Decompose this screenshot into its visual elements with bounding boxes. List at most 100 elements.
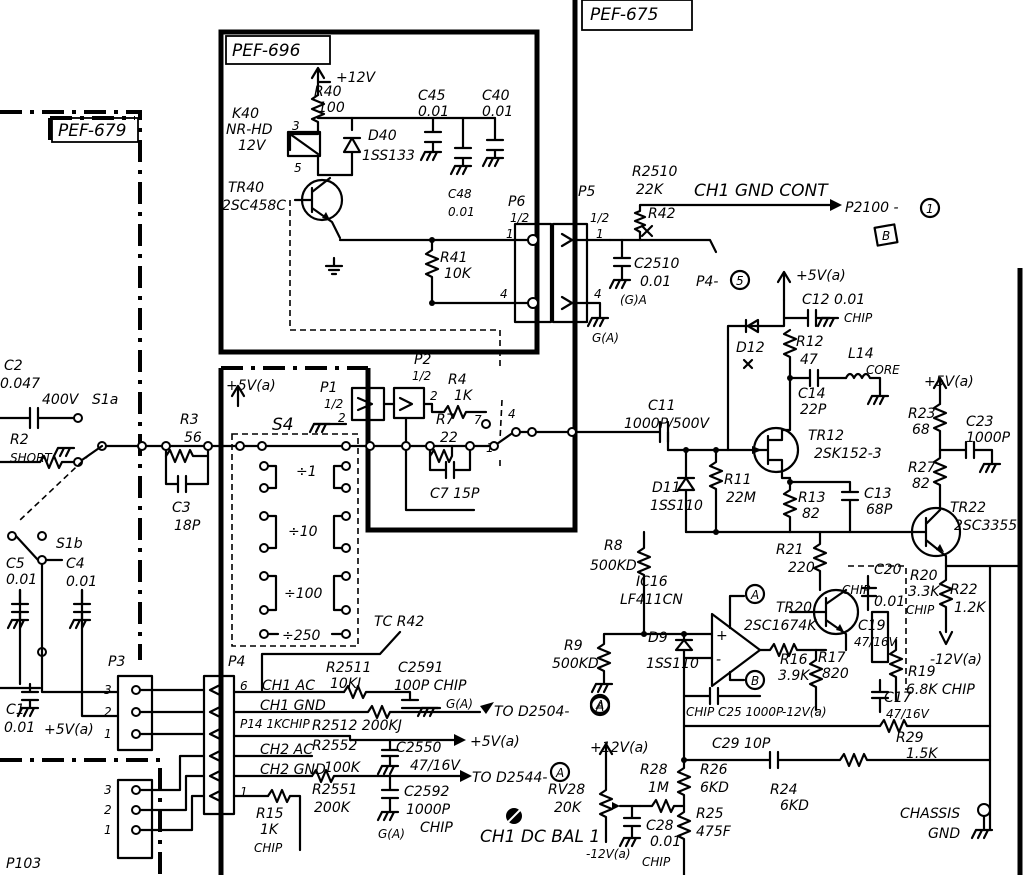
c13-value: 68P xyxy=(866,502,893,518)
l14-label: L14 xyxy=(848,346,874,362)
c2550-label: C2550 xyxy=(396,740,441,756)
c5-value: 0.01 xyxy=(6,572,37,588)
svg-text:CHIP: CHIP xyxy=(254,841,283,855)
svg-text:2: 2 xyxy=(430,389,438,403)
svg-text:47/16V: 47/16V xyxy=(854,635,898,649)
r41-label: R41 xyxy=(440,250,468,266)
r15-value: 1K xyxy=(260,822,280,838)
c4-label: C4 xyxy=(66,556,85,572)
svg-text:7: 7 xyxy=(474,413,482,427)
svg-text:CHIP: CHIP xyxy=(642,855,671,869)
svg-text:2: 2 xyxy=(338,411,346,425)
r19-label: R19 xyxy=(908,664,936,680)
svg-text:-12V(a): -12V(a) xyxy=(586,847,631,861)
v5a-label-2: +5V(a) xyxy=(924,374,974,390)
attenuator-s4: +5V(a) S4 ÷1 ÷10 ÷100 ÷250 xyxy=(222,378,372,647)
c2-value: 0.047 xyxy=(0,376,40,392)
c19-label: C19 xyxy=(858,618,886,634)
r17-label: R17 xyxy=(818,650,846,666)
v5a-label-4: +5V(a) xyxy=(44,722,94,738)
d9-value: 1SS110 xyxy=(646,656,699,672)
c2550-value: 47/16V xyxy=(410,758,461,774)
r11-value: 22M xyxy=(726,490,756,506)
r21-value: 220 xyxy=(788,560,815,576)
connector-p3: P3 3 2 1 +5V(a) xyxy=(44,654,206,752)
to-d2504-label: TO D2504- xyxy=(494,704,569,720)
r8-label: R8 xyxy=(604,538,623,554)
r15-label: R15 xyxy=(256,806,284,822)
tr12-label: TR12 xyxy=(808,428,844,444)
r12-label: R12 xyxy=(796,334,824,350)
op-amp-ic16 xyxy=(710,612,762,688)
d12-label: D12 xyxy=(736,340,765,356)
r24-value: 6KD xyxy=(780,798,809,814)
svg-text:CHIP: CHIP xyxy=(844,311,873,325)
c7-label: C7 15P xyxy=(430,486,480,502)
d9-label: D9 xyxy=(648,630,668,646)
p6-label: P6 xyxy=(508,194,525,210)
tr22-label: TR22 xyxy=(950,500,986,516)
c2592-value: 1000P xyxy=(406,802,451,818)
svg-text:2: 2 xyxy=(104,803,112,817)
r4-value: 1K xyxy=(454,388,474,404)
ic16-label: IC16 xyxy=(636,574,668,590)
r40-label: R40 xyxy=(314,84,342,100)
r26-label: R26 xyxy=(700,762,728,778)
div-10-label: ÷10 xyxy=(288,524,318,540)
tr12-value: 2SK152-3 xyxy=(814,446,882,462)
c20-value: 0.01 xyxy=(874,594,905,610)
d40-value: 1SS133 xyxy=(362,148,415,164)
d11-value: 1SS110 xyxy=(650,498,703,514)
c1-value: 0.01 xyxy=(4,720,35,736)
board-label-pef675: PEF-675 xyxy=(590,5,658,25)
r22-label: R22 xyxy=(950,582,978,598)
svg-text:5: 5 xyxy=(736,274,744,288)
svg-text:1: 1 xyxy=(596,227,604,241)
ic16-section: R8 500KD IC16 LF411CN + - A B D9 1SS110 … xyxy=(552,530,992,875)
svg-text:CORE: CORE xyxy=(866,363,900,377)
svg-text:A: A xyxy=(595,698,604,712)
s4-switch-box xyxy=(231,433,359,647)
k40-voltage: 12V xyxy=(238,138,267,154)
relay-section: +12V R40 100 K40 NR-HD 12V 3 5 D40 1SS13… xyxy=(222,66,534,370)
tr20-label: TR20 xyxy=(776,600,812,616)
div-250-label: ÷250 xyxy=(282,628,321,644)
svg-text:-: - xyxy=(716,652,721,668)
p1-p2-section: P1 1/2 P2 1/2 2 2 R4 1K 7 4 1 R7 22 C7 1… xyxy=(308,352,577,512)
div-1-label: ÷1 xyxy=(296,464,317,480)
r2-label: R2 xyxy=(10,432,29,448)
svg-text:3: 3 xyxy=(292,119,300,133)
r13-value: 82 xyxy=(802,506,820,522)
v12-top-label: +12V xyxy=(336,70,377,86)
v12-neg-label: -12V(a) xyxy=(930,652,982,668)
r2512-label: R2512 200KJ xyxy=(312,718,402,734)
svg-text:A: A xyxy=(750,588,759,602)
svg-text:1/2: 1/2 xyxy=(324,397,343,411)
svg-text:1: 1 xyxy=(926,202,934,216)
svg-text:G(A): G(A) xyxy=(592,331,619,345)
c29-label: C29 10P xyxy=(712,736,771,752)
c48-value: 0.01 xyxy=(448,205,475,219)
ch1-gnd-cont-section: R2510 22K CH1 GND CONT R42 P2100 - 1 B C… xyxy=(608,164,941,307)
c2510-label: C2510 xyxy=(634,256,679,272)
r28-label: R28 xyxy=(640,762,668,778)
svg-text:5: 5 xyxy=(294,161,302,175)
r16-value: 3.9K xyxy=(778,668,811,684)
r28-value: 1M xyxy=(648,780,669,796)
r20-value: 3.3K xyxy=(908,584,941,600)
svg-text:-12V(a): -12V(a) xyxy=(782,705,827,719)
svg-text:3: 3 xyxy=(104,683,112,697)
svg-text:A: A xyxy=(555,766,564,780)
r20-label: R20 xyxy=(910,568,938,584)
chassis-gnd-label: GND xyxy=(928,826,960,842)
r40-value: 100 xyxy=(318,100,345,116)
d40-label: D40 xyxy=(368,128,397,144)
k40-type: NR-HD xyxy=(226,122,273,138)
r23-label: R23 xyxy=(908,406,936,422)
c11-value: 1000P/500V xyxy=(624,416,711,432)
r29-value: 1.5K xyxy=(906,746,939,762)
ic16-value: LF411CN xyxy=(620,592,683,608)
tc-r42-label: TC R42 xyxy=(374,614,424,630)
p4-label: P4 xyxy=(228,654,245,670)
rv28-value: 20K xyxy=(554,800,583,816)
